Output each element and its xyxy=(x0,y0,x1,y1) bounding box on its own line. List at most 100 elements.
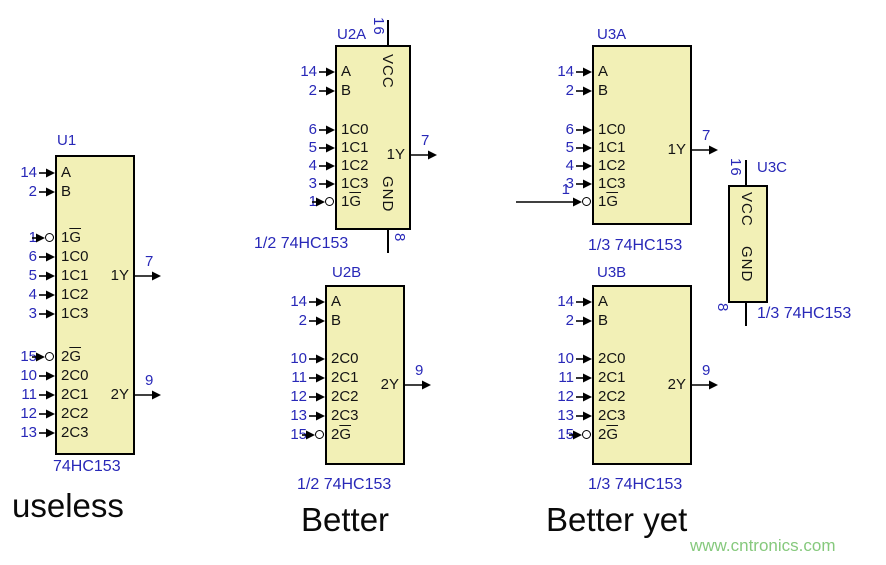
pin-label: 1Y xyxy=(386,146,405,163)
pin-arrow-icon xyxy=(576,125,592,135)
pin-number: 14 xyxy=(557,63,574,80)
pin-arrow-icon xyxy=(309,316,325,326)
pin-number: 9 xyxy=(702,362,711,379)
pin-label: 1C1 xyxy=(341,139,369,156)
pin-arrow-icon xyxy=(405,380,431,390)
pin-number: 11 xyxy=(21,386,37,403)
pin-label: 2Y xyxy=(110,386,129,403)
pin-arrow-icon xyxy=(319,125,335,135)
power-label-vcc: VCC xyxy=(738,192,755,227)
pin-label: A xyxy=(598,293,609,310)
pin-number: 14 xyxy=(290,293,307,310)
pin-arrow-icon xyxy=(576,161,592,171)
pin-number: 5 xyxy=(565,139,574,156)
chip-body xyxy=(325,285,405,465)
pin-number: 9 xyxy=(145,372,154,389)
pin-number: 1 xyxy=(561,181,570,198)
active-low-bubble-icon xyxy=(45,352,54,361)
pin-number: 7 xyxy=(145,253,154,270)
pin-arrow-icon xyxy=(302,430,315,440)
pin-number: 6 xyxy=(565,121,574,138)
pin-number: 2 xyxy=(565,82,574,99)
chip-body xyxy=(335,45,411,230)
pin-label: 2C1 xyxy=(331,369,359,386)
pin-number: 12 xyxy=(290,388,307,405)
pin-number: 8 xyxy=(391,233,408,243)
pin-number: 15 xyxy=(290,426,307,443)
pin-arrow-icon xyxy=(135,271,161,281)
pin-label: 2C1 xyxy=(61,386,89,403)
pin-label: 1G xyxy=(61,229,82,246)
pin-number: 8 xyxy=(714,303,731,313)
pin-arrow-icon xyxy=(692,145,718,155)
pin-label: B xyxy=(598,312,609,329)
pin-label: 2Y xyxy=(380,376,399,393)
pin-label: 2C2 xyxy=(598,388,626,405)
pin-label: 1C2 xyxy=(598,157,626,174)
pin-arrow-icon xyxy=(576,354,592,364)
pin-number: 5 xyxy=(308,139,317,156)
pin-arrow-icon xyxy=(39,371,55,381)
pin-number: 13 xyxy=(20,424,37,441)
pin-label: 2C0 xyxy=(331,350,359,367)
pin-label: A xyxy=(598,63,609,80)
chip-refdes: U3A xyxy=(597,26,627,43)
pin-label: 2G xyxy=(331,426,352,443)
power-pin-line xyxy=(745,303,747,326)
chip-refdes: U3C xyxy=(757,159,788,176)
chip-part-label: 1/2 74HC153 xyxy=(297,476,392,493)
pin-number: 6 xyxy=(308,121,317,138)
power-label-gnd: GND xyxy=(738,246,755,283)
active-low-bubble-icon xyxy=(582,197,591,206)
pin-number: 3 xyxy=(565,175,574,192)
pin-number: 13 xyxy=(557,407,574,424)
pin-number: 14 xyxy=(20,164,37,181)
pin-arrow-icon xyxy=(309,354,325,364)
pin-arrow-icon xyxy=(319,161,335,171)
pin-arrow-icon xyxy=(319,86,335,96)
pin-label: B xyxy=(331,312,342,329)
pin-number: 3 xyxy=(28,305,37,322)
active-low-bubble-icon xyxy=(315,430,324,439)
pin-label: 2G xyxy=(598,426,619,443)
pin-number: 3 xyxy=(308,175,317,192)
pin-arrow-icon xyxy=(576,67,592,77)
pin-arrow-icon xyxy=(309,373,325,383)
pin-arrow-icon xyxy=(312,197,325,207)
pin-number: 15 xyxy=(20,348,37,365)
active-low-bubble-icon xyxy=(45,233,54,242)
pin-arrow-icon xyxy=(39,290,55,300)
pin-arrow-icon xyxy=(576,392,592,402)
pin-number: 7 xyxy=(421,132,430,149)
pin-label: 2C2 xyxy=(61,405,89,422)
pin-arrow-icon xyxy=(32,352,45,362)
pin-arrow-icon xyxy=(576,143,592,153)
pin-number: 4 xyxy=(565,157,574,174)
chip-part-label: 1/3 74HC153 xyxy=(757,305,852,322)
chip-part-label: 1/3 74HC153 xyxy=(588,476,683,493)
power-pin-line xyxy=(387,20,389,45)
pin-number: 6 xyxy=(28,248,37,265)
power-label-gnd: GND xyxy=(379,176,396,213)
pin-label: 2Y xyxy=(667,376,686,393)
pin-arrow-icon xyxy=(309,411,325,421)
pin-label: 2C0 xyxy=(61,367,89,384)
pin-arrow-icon xyxy=(39,390,55,400)
pin-label: 1Y xyxy=(110,267,129,284)
chip-refdes: U1 xyxy=(57,132,77,149)
pin-number: 4 xyxy=(308,157,317,174)
chip-part-label: 1/2 74HC153 xyxy=(254,235,349,252)
pin-arrow-icon xyxy=(411,150,437,160)
pin-number: 2 xyxy=(565,312,574,329)
pin-arrow-icon xyxy=(576,373,592,383)
pin-arrow-icon xyxy=(692,380,718,390)
pin-number: 2 xyxy=(28,183,37,200)
pin-number: 2 xyxy=(308,82,317,99)
pin-label: 1G xyxy=(341,193,362,210)
pin-arrow-icon xyxy=(39,271,55,281)
pin-arrow-icon xyxy=(516,197,582,207)
pin-arrow-icon xyxy=(576,179,592,189)
pin-arrow-icon xyxy=(39,428,55,438)
pin-number: 12 xyxy=(557,388,574,405)
pin-label: B xyxy=(341,82,352,99)
